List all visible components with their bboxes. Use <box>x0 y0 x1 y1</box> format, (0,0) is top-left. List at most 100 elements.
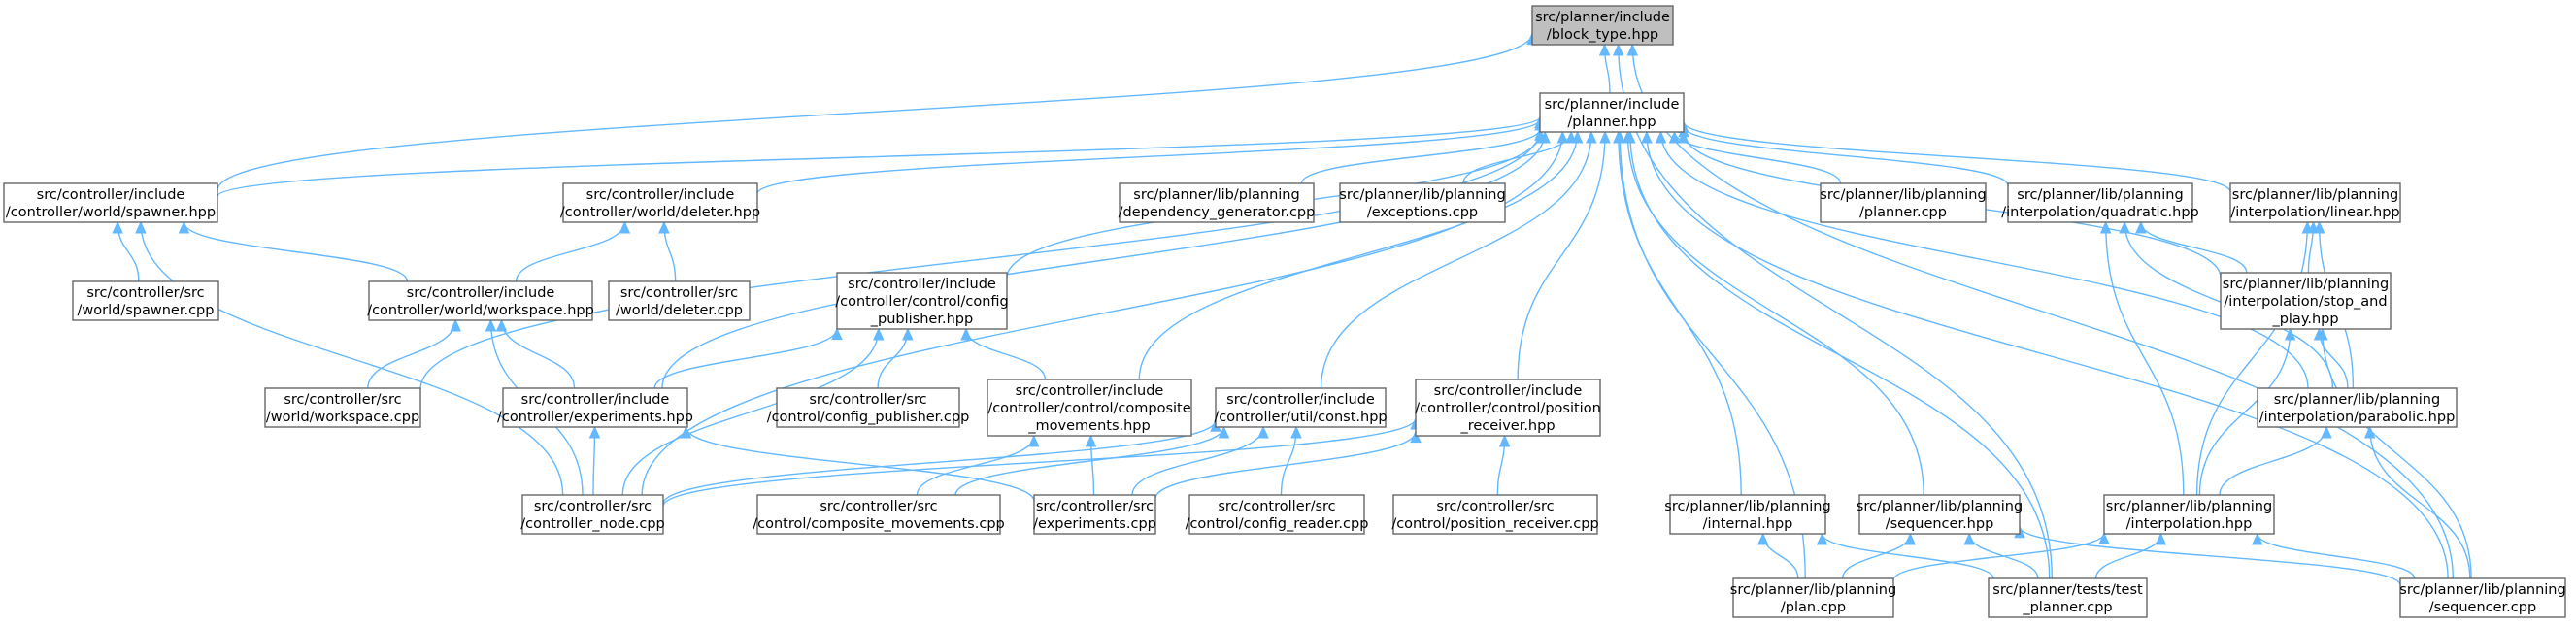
node-label-line: src/planner/lib/planning <box>1857 499 2023 514</box>
node-box <box>1531 5 1674 46</box>
arrowhead-icon <box>1028 434 1040 447</box>
node-label-line: src/controller/include <box>407 285 555 301</box>
edge-controller-node-cpp-to-spawner-hpp <box>135 220 564 496</box>
node-sequencer-cpp[interactable]: src/planner/lib/planning/sequencer.cpp <box>2399 577 2566 618</box>
arrowhead-icon <box>1598 43 1611 56</box>
edge-line <box>2198 328 2292 496</box>
arrowhead-icon <box>2252 532 2263 545</box>
node-linear-hpp[interactable]: src/planner/lib/planning/interpolation/l… <box>2229 182 2401 223</box>
node-label-line: src/controller/include <box>521 392 670 408</box>
edge-line <box>2322 328 2472 579</box>
arrowhead-icon <box>1904 532 1917 545</box>
node-label-line: src/controller/src <box>620 285 738 301</box>
node-interpolation-hpp[interactable]: src/planner/lib/planning/interpolation.h… <box>2103 494 2275 535</box>
node-sequencer-hpp[interactable]: src/planner/lib/planning/sequencer.hpp <box>1857 494 2023 535</box>
arrowhead-icon <box>2313 220 2325 234</box>
node-quadratic-hpp[interactable]: src/planner/lib/planning/interpolation/q… <box>2001 182 2199 223</box>
edge-plan-cpp-to-interpolation-hpp <box>1892 532 2110 580</box>
edge-experiments-cpp-to-experiments-hpp <box>680 425 1035 502</box>
node-label-line: src/planner/lib/planning <box>2106 499 2272 514</box>
node-plan-cpp[interactable]: src/planner/lib/planning/plan.cpp <box>1730 577 1896 618</box>
node-parabolic-hpp[interactable]: src/planner/lib/planning/interpolation/p… <box>2257 387 2458 428</box>
arrowhead-icon <box>1655 130 1667 144</box>
edge-line <box>1138 131 1579 380</box>
arrowhead-icon <box>450 318 461 332</box>
node-box <box>1215 387 1387 428</box>
arrowhead-icon <box>2135 220 2147 234</box>
node-box <box>1339 182 1506 223</box>
edge-plan-cpp-to-sequencer-hpp <box>1842 532 1917 579</box>
node-box <box>1188 494 1365 535</box>
node-spawner-hpp[interactable]: src/controller/include/controller/world/… <box>3 182 218 223</box>
arrowhead-icon <box>135 220 147 234</box>
node-experiments-cpp[interactable]: src/controller/src/experiments.cpp <box>1033 494 1156 535</box>
node-config-reader-cpp[interactable]: src/controller/src/control/config_reader… <box>1186 494 1369 535</box>
edge-line <box>1631 44 2454 579</box>
node-composite-movements-hpp[interactable]: src/controller/include/controller/contro… <box>987 379 1192 437</box>
node-label-line: /control/config_reader.cpp <box>1186 516 1369 532</box>
node-workspace-hpp[interactable]: src/controller/include/controller/world/… <box>367 280 594 321</box>
node-deleter-hpp[interactable]: src/controller/include/controller/world/… <box>560 182 760 223</box>
arrowhead-icon <box>2321 425 2332 439</box>
node-label-line: /interpolation/quadratic.hpp <box>2001 205 2199 220</box>
node-box <box>2229 182 2401 223</box>
node-position-receiver-cpp[interactable]: src/controller/src/control/position_rece… <box>1391 494 1599 535</box>
node-label-line: /controller/world/deleter.hpp <box>560 205 760 220</box>
node-label-line: src/planner/lib/planning <box>1820 187 1986 203</box>
node-label-line: /interpolation/linear.hpp <box>2230 205 2399 220</box>
node-box <box>1669 494 1826 535</box>
node-planner-cpp[interactable]: src/planner/lib/planning/planner.cpp <box>1820 182 1987 223</box>
edge-line <box>916 435 1035 496</box>
edge-interpolation-hpp-to-parabolic-hpp <box>2219 425 2332 496</box>
node-label-line: /controller/util/const.hpp <box>1214 410 1387 425</box>
node-config-publisher-cpp[interactable]: src/controller/src/control/config_publis… <box>767 387 970 428</box>
node-planner-hpp[interactable]: src/planner/include/planner.hpp <box>1539 92 1685 133</box>
node-box <box>987 379 1192 437</box>
edge-interpolation-hpp-to-stop-and-play-hpp <box>2198 327 2296 496</box>
edge-line <box>965 328 1047 380</box>
node-config-publisher-hpp[interactable]: src/controller/include/controller/contro… <box>835 272 1009 330</box>
arrowhead-icon <box>2363 425 2376 439</box>
nodes-layer: src/planner/include/block_type.hpp src/pl… <box>3 5 2566 618</box>
node-block-type[interactable]: src/planner/include/block_type.hpp <box>1531 5 1674 46</box>
node-label-line: /controller/world/workspace.hpp <box>367 303 594 318</box>
node-controller-node-cpp[interactable]: src/controller/src/controller_node.cpp <box>520 494 665 535</box>
node-label-line: /planner.hpp <box>1567 115 1656 130</box>
arrowhead-icon <box>1677 130 1689 144</box>
arrowhead-icon <box>1586 130 1597 144</box>
node-label-line: /world/spawner.cpp <box>78 303 215 318</box>
node-label-line: /plan.cpp <box>1781 600 1846 615</box>
edge-line <box>1762 533 1799 579</box>
node-position-receiver-hpp[interactable]: src/controller/include/controller/contro… <box>1415 379 1601 437</box>
node-composite-movements-cpp[interactable]: src/controller/src/control/composite_mov… <box>753 494 1005 535</box>
node-spawner-cpp[interactable]: src/controller/src/world/spawner.cpp <box>72 280 219 321</box>
node-label-line: /experiments.cpp <box>1033 516 1156 532</box>
node-test-planner-cpp[interactable]: src/planner/tests/test_planner.cpp <box>1988 577 2148 618</box>
node-experiments-hpp[interactable]: src/controller/include/controller/experi… <box>497 387 693 428</box>
node-deleter-cpp[interactable]: src/controller/src/world/deleter.cpp <box>608 280 751 321</box>
node-label-line: /controller/control/config <box>835 294 1008 310</box>
edge-spawner-cpp-to-spawner-hpp <box>112 220 140 282</box>
arrowhead-icon <box>178 220 190 234</box>
arrowhead-icon <box>1612 43 1624 56</box>
node-box <box>2007 182 2193 223</box>
edge-test-planner-cpp-to-planner-hpp <box>1624 130 2051 579</box>
node-stop-and-play-hpp[interactable]: src/planner/lib/planning/interpolation/s… <box>2220 272 2392 330</box>
edge-workspace-cpp-to-planner-hpp <box>419 127 1546 390</box>
edge-line <box>2257 533 2416 579</box>
node-box <box>1119 182 1315 223</box>
node-const-hpp[interactable]: src/controller/include/controller/util/c… <box>1214 387 1388 428</box>
node-workspace-cpp[interactable]: src/controller/src/world/workspace.cpp <box>264 387 421 428</box>
edge-line <box>685 426 1035 502</box>
arrowhead-icon <box>2119 220 2130 234</box>
arrowhead-icon <box>2099 220 2112 234</box>
node-dependency-generator-cpp[interactable]: src/planner/lib/planning/dependency_gene… <box>1119 182 1316 223</box>
node-internal-hpp[interactable]: src/planner/lib/planning/internal.hpp <box>1664 494 1831 535</box>
edge-sequencer-cpp-to-stop-and-play-hpp <box>2317 327 2472 579</box>
edge-line <box>756 118 1541 194</box>
arrowhead-icon <box>960 327 972 341</box>
node-label-line: /world/deleter.cpp <box>616 303 743 318</box>
arrowhead-icon <box>2098 532 2110 544</box>
node-exceptions-cpp[interactable]: src/planner/lib/planning/exceptions.cpp <box>1339 182 1506 223</box>
